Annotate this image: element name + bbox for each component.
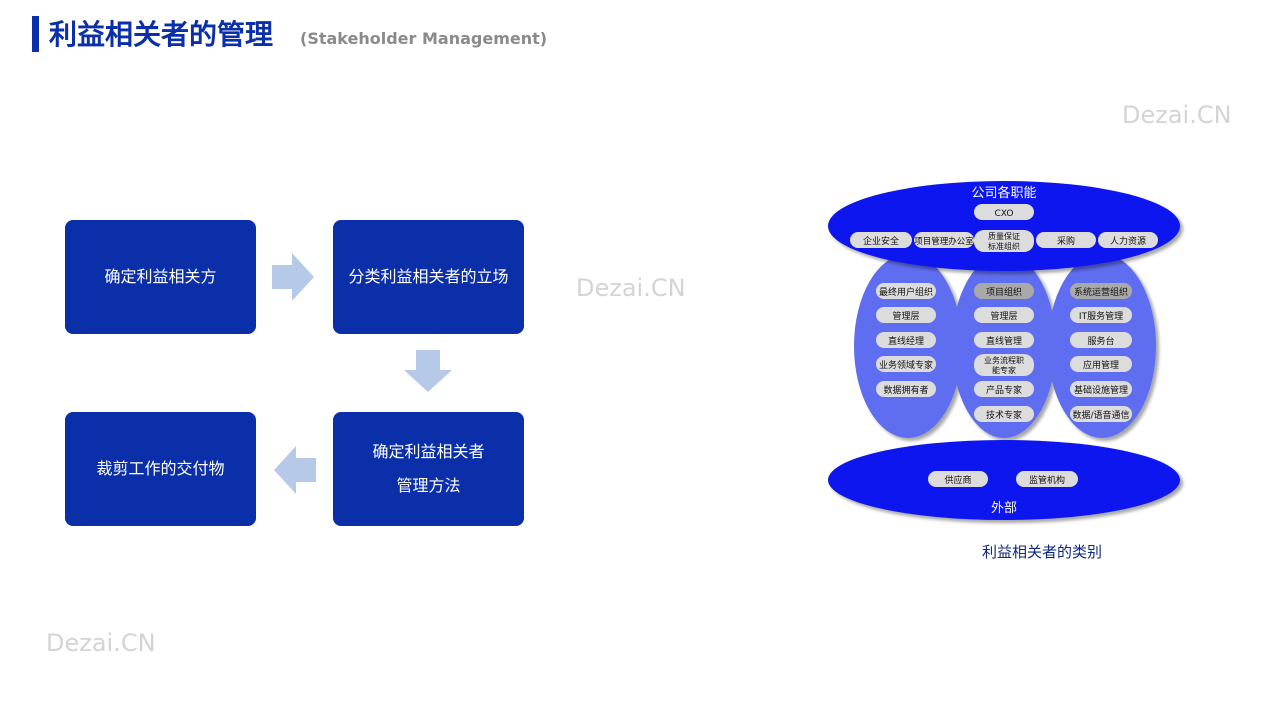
pill-domain-expert — [876, 356, 936, 372]
pill-label: 能专家 — [992, 365, 1016, 375]
pill-label: 项目管理办公室 — [914, 236, 974, 247]
pill-label: 数据/语音通信 — [1072, 409, 1129, 421]
arrow-left-icon — [274, 446, 316, 494]
arrow-right-icon — [272, 253, 314, 301]
flow-box-management-method: 确定利益相关者 管理方法 — [333, 412, 524, 526]
page-subtitle: (Stakeholder Management) — [300, 29, 548, 48]
pill-service-desk — [1070, 332, 1132, 348]
pill-enterprise-security — [850, 232, 912, 248]
center-column-items: 项目组织 管理层 直线管理 业务流程职 能专家 产品专家 技术专家 — [974, 283, 1034, 422]
pill-label: 直线管理 — [986, 335, 1022, 347]
pill-label: 产品专家 — [986, 384, 1022, 396]
pill-infrastructure-mgmt — [1070, 381, 1132, 397]
pill-it-service-mgmt — [1070, 307, 1132, 323]
pill-label: 供应商 — [944, 474, 971, 486]
pill-end-user-org — [876, 283, 936, 299]
pill-label: 管理层 — [990, 310, 1017, 322]
pill-label: 监管机构 — [1029, 474, 1065, 486]
pill-data-voice-comm — [1070, 406, 1132, 422]
pill-label: 直线经理 — [888, 335, 924, 347]
watermark: Dezai.CN — [1122, 101, 1232, 129]
pill-label: 项目组织 — [986, 286, 1022, 298]
flow-box-label: 裁剪工作的交付物 — [96, 459, 225, 478]
pill-product-expert — [974, 381, 1034, 397]
pill-system-ops-org — [1070, 283, 1132, 299]
pill-regulator — [1016, 471, 1078, 487]
flow-box-label: 确定利益相关方 — [104, 267, 217, 286]
pill-label: 采购 — [1057, 235, 1075, 247]
pill-label: 基础设施管理 — [1074, 384, 1128, 396]
pill-line-manager — [876, 332, 936, 348]
diagram-caption: 利益相关者的类别 — [981, 543, 1102, 561]
pill-data-owner — [876, 381, 936, 397]
flow-box-label: 分类利益相关者的立场 — [348, 267, 509, 286]
pill-human-resources — [1098, 232, 1158, 248]
pill-application-mgmt — [1070, 356, 1132, 372]
pill-label: 人力资源 — [1110, 235, 1146, 247]
pill-supplier — [928, 471, 988, 487]
pill-procurement — [1036, 232, 1096, 248]
pill-label: 技术专家 — [986, 409, 1022, 421]
corporate-functions-ellipse — [828, 181, 1180, 271]
flow-box-label-group: 确定利益相关者 管理方法 — [372, 435, 484, 503]
right-column-items: 系统运营组织 IT服务管理 服务台 应用管理 基础设施管理 数据/语音通信 — [1070, 283, 1132, 422]
pill-project-org — [974, 283, 1034, 299]
stakeholder-category-diagram: 公司各职能 CXO 企业安全 项目管理办公室 质量保证 标准组织 采购 人力资源… — [828, 181, 1180, 520]
left-column-items: 最终用户组织 管理层 直线经理 业务领域专家 数据拥有者 — [876, 283, 936, 397]
external-ellipse — [828, 440, 1180, 520]
pill-label: 业务流程职 — [984, 355, 1024, 365]
pill-cxo — [974, 204, 1034, 220]
pill-tech-expert — [974, 406, 1034, 422]
pill-label: 质量保证 — [988, 231, 1020, 241]
pill-management — [974, 307, 1034, 323]
flow-box-tailor-deliverables: 裁剪工作的交付物 — [65, 412, 256, 526]
title-accent-bar — [32, 16, 39, 52]
watermark: Dezai.CN — [46, 629, 156, 657]
pill-line-management — [974, 332, 1034, 348]
flow-box-classify-positions: 分类利益相关者的立场 — [333, 220, 524, 334]
pill-management — [876, 307, 936, 323]
arrow-down-icon — [404, 350, 452, 392]
pill-label: 最终用户组织 — [879, 286, 933, 298]
pill-process-expert — [974, 354, 1034, 376]
pill-quality-standards — [974, 230, 1034, 252]
pill-label: IT服务管理 — [1079, 310, 1123, 322]
pill-label: 应用管理 — [1083, 359, 1119, 371]
pill-label: 标准组织 — [988, 241, 1020, 251]
flow-box-label-line2: 管理方法 — [396, 476, 461, 495]
pill-label: 系统运营组织 — [1074, 286, 1128, 298]
watermark: Dezai.CN — [576, 274, 686, 302]
pill-label: 管理层 — [892, 310, 919, 322]
pill-label: 企业安全 — [863, 235, 899, 247]
pill-label: 业务领域专家 — [879, 359, 933, 371]
external-title: 外部 — [991, 501, 1017, 516]
flow-box-identify-stakeholders: 确定利益相关方 — [65, 220, 256, 334]
corporate-functions-title: 公司各职能 — [971, 185, 1036, 201]
page-title: 利益相关者的管理 — [49, 18, 274, 51]
pill-label: 数据拥有者 — [883, 384, 928, 396]
pill-label: CXO — [995, 209, 1014, 219]
pill-pmo — [914, 232, 974, 248]
pill-label: 服务台 — [1087, 335, 1114, 347]
flow-box-label-line1: 确定利益相关者 — [372, 442, 485, 461]
